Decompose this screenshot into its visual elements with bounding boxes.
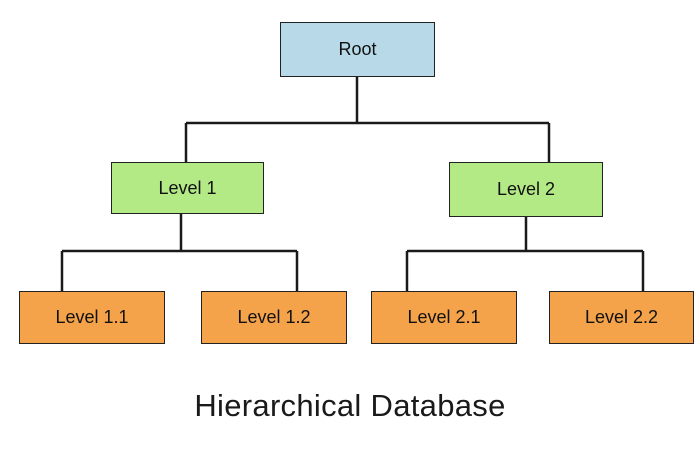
node-level-1: Level 1 xyxy=(111,162,264,214)
node-level-2-1-label: Level 2.1 xyxy=(407,307,481,327)
node-level-1-1: Level 1.1 xyxy=(19,291,165,344)
node-level-1-2-label: Level 1.2 xyxy=(237,307,311,327)
node-level-2-label: Level 2 xyxy=(496,179,556,199)
node-root-label: Root xyxy=(338,39,377,59)
node-level-2-2: Level 2.2 xyxy=(549,291,694,344)
node-level-1-2: Level 1.2 xyxy=(201,291,347,344)
node-level-1-label: Level 1 xyxy=(158,177,217,198)
diagram-caption: Hierarchical Database xyxy=(194,388,506,423)
node-root: Root xyxy=(280,22,435,77)
node-level-2-1: Level 2.1 xyxy=(371,291,517,344)
node-level-2: Level 2 xyxy=(449,162,603,217)
node-level-2-2-label: Level 2.2 xyxy=(584,307,659,327)
node-level-1-1-label: Level 1.1 xyxy=(55,307,129,327)
